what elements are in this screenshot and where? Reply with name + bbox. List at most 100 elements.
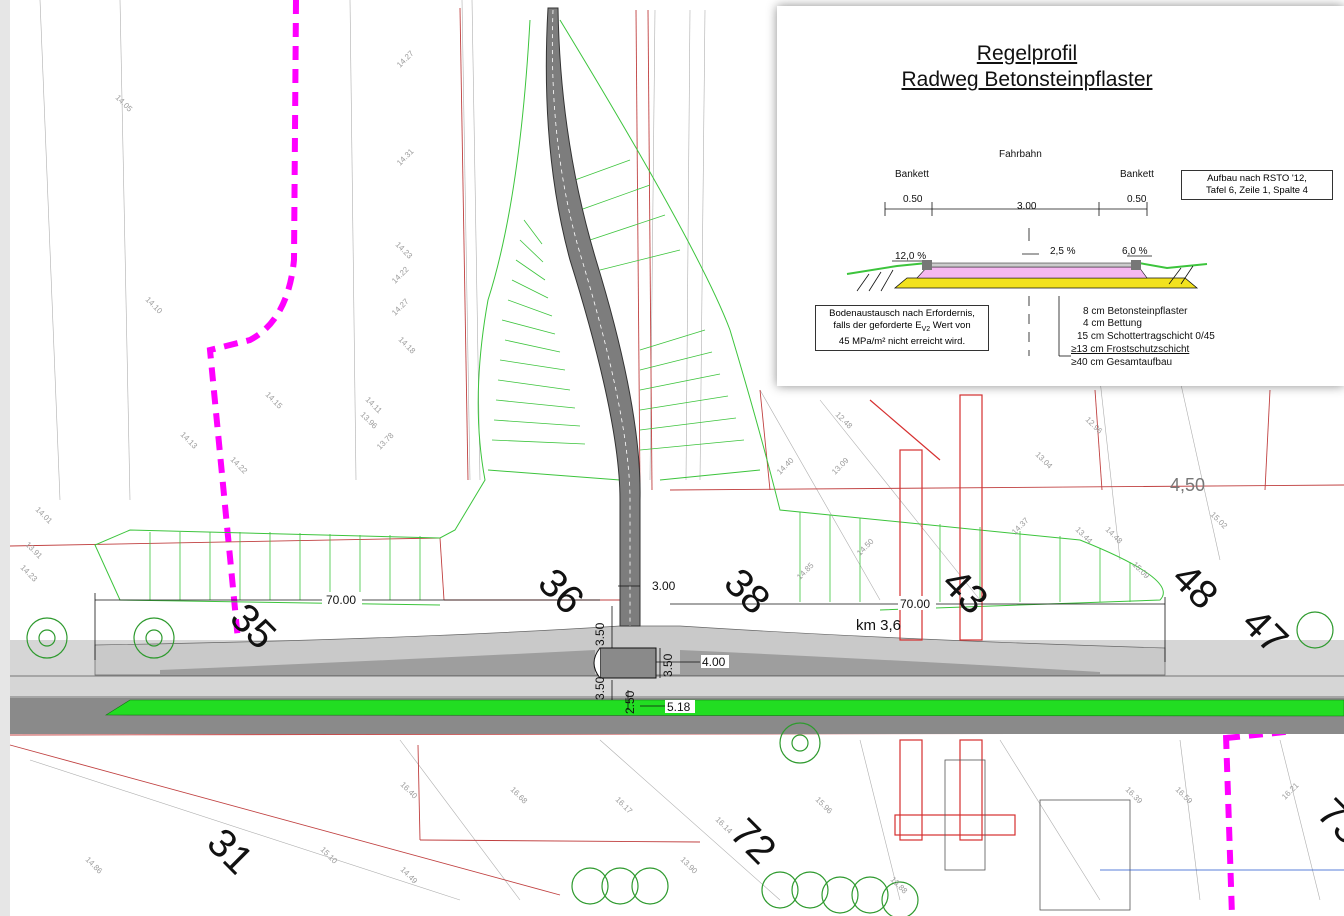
- spot-height: 13.44: [1074, 525, 1095, 546]
- embankment: [94, 19, 1164, 611]
- chainage-label: km 3,6: [856, 617, 901, 634]
- spot-height: 14.15: [264, 390, 285, 411]
- note-rsto-line2: Tafel 6, Zeile 1, Spalte 4: [1206, 185, 1308, 196]
- slope-right: 6,0 %: [1122, 246, 1148, 257]
- label-bankett-right: Bankett: [1120, 169, 1154, 180]
- spot-height: 15.09: [1131, 560, 1152, 581]
- bike-path-centerline: [551, 9, 631, 626]
- dim-width-450: 4,50: [1170, 475, 1205, 495]
- spot-height: 14.48: [1104, 525, 1125, 546]
- spot-height: 14.23: [394, 240, 415, 261]
- curb-right: [1131, 260, 1141, 270]
- spot-height: 16.40: [399, 780, 420, 801]
- note-soil: Bodenaustausch nach Erfordernis, falls d…: [815, 305, 989, 351]
- spot-height: 14.49: [399, 865, 420, 886]
- spot-height: 14.13: [179, 430, 200, 451]
- spot-height: 14.23: [19, 563, 40, 584]
- spot-height: 14.10: [144, 295, 165, 316]
- dim-right-length: 70.00: [900, 597, 930, 611]
- slope-center: 2,5 %: [1050, 246, 1076, 257]
- spot-height: 13.88: [889, 875, 910, 896]
- dim-bankett-left: 0.50: [903, 194, 923, 205]
- spot-height: 15.02: [1209, 510, 1230, 531]
- note-soil-line1: Bodenaustausch nach Erfordernis,: [829, 308, 975, 319]
- dimension-texts: 70.00 70.00 3.00 3.50 3.50 3.50 4.00 2.5…: [322, 475, 1205, 714]
- layer-4: ≥13 cm Frostschutzschicht: [1071, 344, 1190, 355]
- dim-length-400: 4.00: [702, 655, 726, 669]
- label-fahrbahn: Fahrbahn: [999, 149, 1042, 160]
- dim-width-300: 3.00: [652, 579, 676, 593]
- spot-height: 14.27: [390, 297, 411, 318]
- spot-height: 13.78: [375, 431, 396, 452]
- spot-height: 14.50: [855, 537, 876, 558]
- page-margin: [0, 0, 10, 916]
- spot-height: 14.22: [390, 265, 411, 286]
- dim-width-250: 2.50: [623, 690, 637, 714]
- spot-height: 14.31: [395, 147, 416, 168]
- structure-gray: [944, 759, 1344, 911]
- label-bankett-left: Bankett: [895, 169, 929, 180]
- yellow-layer: [893, 277, 1199, 289]
- curb-left: [922, 260, 932, 270]
- inset-title-line2: Radweg Betonsteinpflaster: [901, 68, 1153, 91]
- spot-height: 13.04: [1034, 450, 1055, 471]
- spot-height: 16.21: [1280, 781, 1301, 802]
- parcel-38: 38: [716, 560, 779, 623]
- note-soil-line2b: Wert von: [930, 320, 971, 331]
- note-soil-sub: V2: [921, 325, 931, 333]
- paving-layer: [926, 262, 1140, 268]
- parcel-43: 43: [934, 560, 997, 623]
- spot-height: 16.39: [1124, 785, 1145, 806]
- spot-height: 14.18: [397, 335, 418, 356]
- dim-width-350-c: 3.50: [593, 676, 607, 700]
- crossing-nose: [593, 647, 601, 679]
- inset-title-line1: Regelprofil: [976, 42, 1078, 65]
- spot-height: 16.59: [1174, 785, 1195, 806]
- spot-height: 13.90: [679, 855, 700, 876]
- hatched-island: [160, 650, 1100, 675]
- bike-path: [545, 7, 641, 627]
- ground-hatch: [856, 265, 1194, 292]
- trees: [26, 611, 1334, 916]
- note-rsto: Aufbau nach RSTO '12, Tafel 6, Zeile 1, …: [1181, 170, 1333, 200]
- layer-5: ≥40 cm Gesamtaufbau: [1071, 357, 1173, 368]
- spot-height: 14.40: [775, 456, 796, 477]
- parcel-31: 31: [199, 820, 262, 883]
- slope-left: 12,0 %: [895, 251, 927, 262]
- spot-height: 13.09: [830, 456, 851, 477]
- spot-height: 14.85: [795, 561, 816, 582]
- parcel-72: 72: [722, 810, 785, 873]
- ground-green: [846, 262, 1208, 275]
- spot-height: 14.27: [395, 49, 416, 70]
- note-soil-line3: 45 MPa/m² nicht erreicht wird.: [838, 335, 966, 347]
- parcel-48: 48: [1164, 555, 1227, 618]
- note-rsto-line1: Aufbau nach RSTO '12,: [1207, 173, 1307, 184]
- dim-left-length: 70.00: [326, 593, 356, 607]
- spot-height: 12.96: [1084, 415, 1105, 436]
- parcel-73: 73: [1309, 790, 1344, 853]
- spot-height: 13.91: [24, 540, 45, 561]
- note-soil-line2: falls der geforderte E: [833, 320, 922, 331]
- spot-height: 14.37: [1010, 516, 1031, 537]
- dim-road-width: 3.00: [1015, 201, 1039, 212]
- dim-bankett-right: 0.50: [1127, 194, 1147, 205]
- spot-height: 14.05: [114, 93, 135, 114]
- cross-section-inset: Regelprofil Radweg Betonsteinpflaster Fa…: [777, 6, 1344, 386]
- cross-section-drawing: [846, 202, 1208, 357]
- spot-height: 16.68: [509, 785, 530, 806]
- spot-height: 16.17: [614, 795, 635, 816]
- spot-height: 15.96: [814, 795, 835, 816]
- bridge-structure: [869, 394, 1016, 841]
- layer-3: 15 cm Schottertragschicht 0/45: [1077, 331, 1215, 342]
- crossing-island: [599, 647, 657, 679]
- layer-2: 4 cm Bettung: [1083, 318, 1142, 329]
- layer-1: 8 cm Betonsteinpflaster: [1083, 306, 1188, 317]
- dim-width-350-a: 3.50: [593, 622, 607, 646]
- survey-lines: [29, 0, 1321, 901]
- spot-height: 14.22: [229, 455, 250, 476]
- spot-height: 14.86: [84, 855, 105, 876]
- pink-layer: [916, 266, 1148, 279]
- dim-length-518: 5.18: [667, 700, 691, 714]
- green-strip: [104, 699, 1344, 717]
